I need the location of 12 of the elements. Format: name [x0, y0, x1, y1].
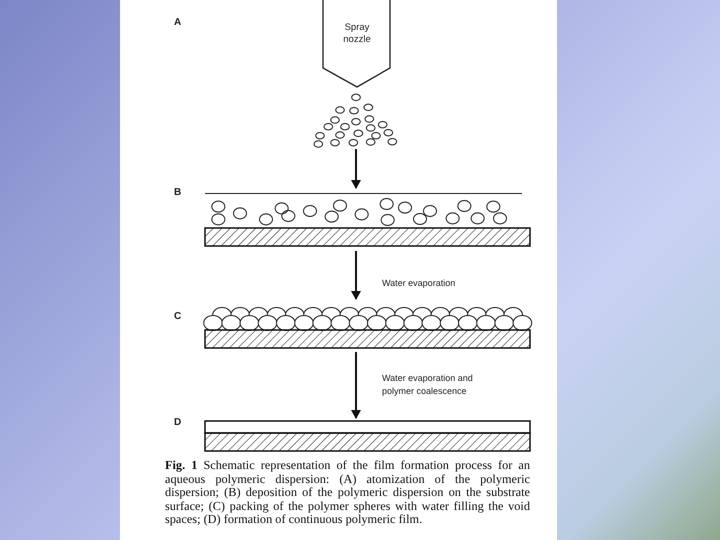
panel-letter: A — [174, 17, 182, 28]
figure-caption: Fig. 1 Schematic representation of the film formation process for an aqueous polymeric dispersion: (A) atomization of the polymeric dispersion; (B) deposition of the polymeric dispersion on the substrate surface; (C) packing of the polymer spheres with water filling the void spaces; (D) formation of continuous polymeric film. — [165, 459, 530, 527]
continuous-film-drawing — [202, 419, 534, 453]
panel-letter: D — [174, 417, 182, 428]
edge-label: Water evaporation — [382, 277, 456, 290]
nozzle-label: Spray nozzle — [342, 22, 372, 46]
edge-label: Water evaporation and polymer coalescence — [382, 372, 474, 398]
panel-letter: C — [174, 311, 182, 322]
arrow — [351, 251, 361, 300]
arrow — [351, 149, 361, 189]
panel-letter: B — [174, 187, 182, 198]
arrow — [351, 352, 361, 419]
